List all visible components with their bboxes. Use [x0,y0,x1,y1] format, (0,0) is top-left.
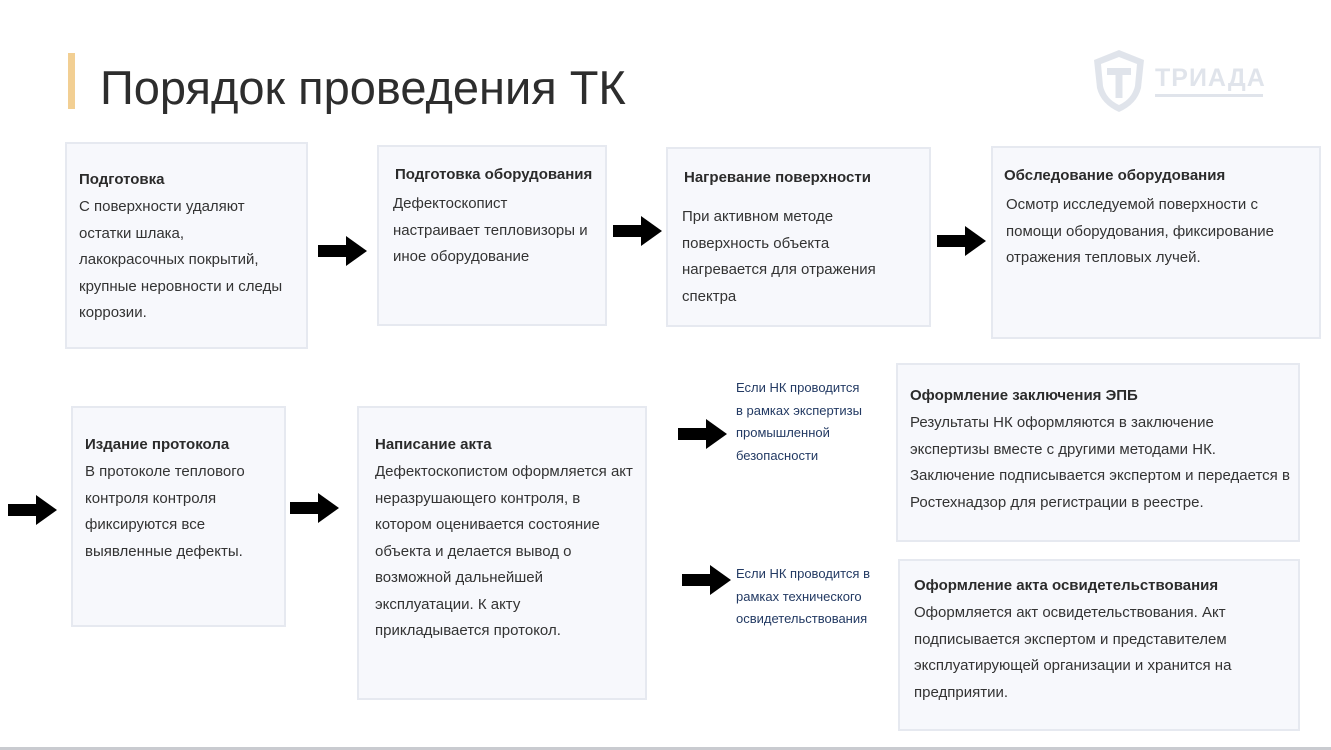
footer-divider [0,747,1331,750]
page-title: Порядок проведения ТК [100,61,626,114]
step-text: Дефектоскопист настраивает тепловизоры и… [393,195,588,265]
step-surface-heating: Нагревание поверхности При активном мето… [666,147,931,327]
step-title: Написание акта [375,436,492,453]
arrow-right-icon [318,236,367,266]
step-text: Результаты НК оформляются в заключение э… [910,414,1290,511]
logo-text: ТРИАДА [1155,64,1266,92]
step-text: С поверхности удаляют остатки шлака, лак… [79,198,283,321]
step-text: При активном методе поверхность объекта … [682,208,876,305]
step-text: Оформляется акт освидетельствования. Акт… [914,604,1232,701]
arrow-right-icon [678,419,727,449]
step-title: Оформление заключения ЭПБ [910,387,1138,404]
condition-line: рамках технического [736,588,862,604]
condition-line: Если НК проводится [736,380,860,395]
condition-line: освидетельствования [736,611,868,626]
title-accent-bar [68,53,75,109]
brand-logo: ТРИАДА [1091,48,1271,114]
condition-line: в рамках экспертизы [736,402,862,418]
step-text: Осмотр исследуемой поверхности с помощи … [1006,196,1274,266]
step-title: Обследование оборудования [1004,167,1226,184]
step-title: Оформление акта освидетельствования [914,577,1219,594]
arrow-right-icon [8,495,57,525]
step-text: Дефектоскопистом оформляется акт неразру… [375,463,633,639]
step-title: Нагревание поверхности [684,169,871,186]
step-equipment-setup: Подготовка оборудования Дефектоскопист н… [377,145,607,326]
step-protocol: Издание протокола В протоколе теплового … [71,406,286,627]
step-inspection-act: Оформление акта освидетельствования Офор… [898,559,1300,731]
condition-line: промышленной [736,425,830,440]
condition-technical-inspection: Если НК проводится в рамках технического… [736,563,870,631]
step-title: Издание протокола [85,436,230,453]
shield-t-icon [1094,50,1144,112]
step-act-writing: Написание акта Дефектоскопистом оформляе… [357,406,647,700]
logo-tagline-bar [1155,94,1263,97]
arrow-right-icon [613,216,662,246]
step-epb-conclusion: Оформление заключения ЭПБ Результаты НК … [896,363,1300,542]
step-text: В протоколе теплового контроля контроля … [85,463,245,560]
arrow-right-icon [290,493,339,523]
condition-line: безопасности [736,447,819,463]
arrow-right-icon [682,565,731,595]
step-title: Подготовка оборудования [395,166,593,183]
step-preparation: Подготовка С поверхности удаляют остатки… [65,142,308,349]
step-title: Подготовка [79,171,165,188]
condition-line: Если НК проводится в [736,566,870,581]
step-equipment-inspection: Обследование оборудования Осмотр исследу… [991,146,1321,339]
arrow-right-icon [937,226,986,256]
condition-expertise: Если НК проводится в рамках экспертизы п… [736,377,862,467]
